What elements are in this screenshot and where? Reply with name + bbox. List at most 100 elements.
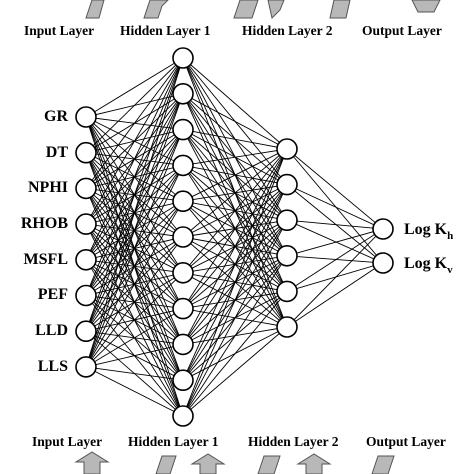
edge-input-8-to-hidden1-4 [85,165,184,368]
edge-hidden1-11-to-hidden2-3 [182,219,288,417]
input-labels: GR DT NPHI RHOB MSFL PEF LLD LLS [21,108,69,375]
hidden1-neuron-7 [172,261,194,284]
edge-hidden1-10-to-hidden2-1 [182,148,288,381]
edge-hidden2-5-to-output-1 [286,228,384,292]
edge-hidden2-3-to-output-1 [286,219,384,230]
output-label-kh: Log Kh [404,221,453,242]
hidden2-neuron-2 [276,173,298,196]
edge-input-8-to-hidden1-11 [85,366,184,417]
edge-hidden1-3-to-hidden2-1 [182,129,288,150]
connections [85,57,384,417]
edge-hidden2-3-to-output-2 [286,219,384,264]
edge-input-3-to-hidden1-1 [85,57,184,189]
top-arrow-5 [329,0,351,19]
input-neuron-2 [75,141,97,164]
input-label-lls: LLS [38,358,68,375]
edge-hidden2-5-to-output-2 [286,262,384,292]
edge-hidden1-11-to-hidden2-5 [182,291,288,417]
bottom-header-input: Input Layer [32,434,102,449]
hidden1-neuron-10 [172,369,194,392]
edge-hidden1-9-to-hidden2-1 [182,148,288,345]
hidden1-neuron-2 [172,83,194,105]
top-layer-headers: Input Layer Hidden Layer 1 Hidden Layer … [24,23,442,38]
output-label-kv: Log Kv [404,255,453,276]
edge-hidden1-11-to-hidden2-6 [182,326,288,417]
edge-hidden2-4-to-output-1 [286,228,384,257]
output-neuron-2 [372,252,394,274]
top-arrow-4 [267,0,285,19]
bottom-arrow-6 [371,455,395,474]
input-neuron-3 [75,177,97,200]
input-label-lld: LLD [35,322,68,339]
edge-input-6-to-hidden1-1 [85,57,184,296]
hidden1-neuron-8 [172,297,194,320]
layer-arrows [74,0,441,474]
bottom-arrow-5 [296,453,332,474]
hidden2-neuron-6 [276,316,298,338]
bottom-header-output: Output Layer [366,434,446,449]
input-label-gr: GR [44,108,68,125]
hidden2-neuron-5 [276,280,298,303]
edge-input-8-to-hidden1-6 [85,236,184,368]
edge-hidden1-5-to-hidden2-1 [182,148,288,202]
input-neuron-8 [75,356,97,378]
input-label-rhob: RHOB [21,215,68,232]
bottom-layer-headers: Input Layer Hidden Layer 1 Hidden Layer … [32,434,446,449]
edge-input-2-to-hidden1-1 [85,57,184,154]
edge-input-4-to-hidden1-1 [85,57,184,225]
top-header-input: Input Layer [24,23,94,38]
hidden2-neuron-4 [276,245,298,267]
edge-hidden1-11-to-hidden2-4 [182,255,288,417]
edge-input-8-to-hidden1-3 [85,129,184,368]
edge-hidden2-1-to-output-1 [286,148,384,230]
bottom-arrow-1 [74,451,110,474]
neurons [75,47,394,427]
hidden1-neuron-11 [172,405,194,427]
edge-hidden1-4-to-hidden2-1 [182,148,288,166]
edge-hidden1-1-to-hidden2-1 [182,57,288,150]
top-header-hidden2: Hidden Layer 2 [242,23,333,38]
top-arrow-1 [85,0,105,19]
hidden2-neuron-3 [276,209,298,231]
input-label-pef: PEF [38,286,68,303]
edge-input-8-to-hidden1-2 [85,93,184,368]
output-neuron-1 [372,218,394,240]
edge-input-8-to-hidden1-7 [85,272,184,368]
hidden1-neuron-4 [172,154,194,177]
input-label-msfl: MSFL [24,251,68,268]
top-arrow-3 [233,0,259,19]
hidden2-neuron-1 [276,138,298,160]
hidden1-neuron-5 [172,190,194,212]
edge-input-8-to-hidden1-10 [85,366,184,381]
bottom-arrow-4 [257,455,281,474]
edge-hidden2-6-to-output-1 [286,228,384,328]
edge-hidden1-7-to-hidden2-1 [182,148,288,274]
edge-hidden2-1-to-output-2 [286,148,384,264]
edge-input-8-to-hidden1-9 [85,343,184,368]
edge-hidden2-4-to-output-2 [286,255,384,264]
edge-hidden1-6-to-hidden2-1 [182,148,288,238]
hidden1-neuron-3 [172,118,194,141]
edge-input-7-to-hidden1-1 [85,57,184,332]
edge-hidden1-8-to-hidden2-1 [182,148,288,309]
edge-input-8-to-hidden1-1 [85,57,184,368]
edge-input-8-to-hidden1-5 [85,200,184,368]
edge-hidden1-11-to-hidden2-1 [182,148,288,417]
bottom-arrow-2 [155,455,177,474]
edge-hidden1-2-to-hidden2-1 [182,93,288,150]
hidden1-neuron-6 [172,226,194,248]
output-labels: Log Kh Log Kv [404,221,453,276]
input-neuron-7 [75,320,97,343]
bottom-arrow-3 [190,453,226,474]
output-label-kh-sub: h [447,230,453,242]
edge-hidden2-6-to-output-2 [286,262,384,328]
edge-input-8-to-hidden1-8 [85,308,184,368]
input-neuron-4 [75,213,97,235]
edge-input-5-to-hidden1-1 [85,57,184,260]
edge-hidden2-2-to-output-1 [286,184,384,230]
output-label-kv-main: Log K [404,255,448,272]
input-label-dt: DT [46,144,69,161]
hidden1-neuron-1 [172,47,194,69]
edge-input-1-to-hidden1-1 [85,57,184,118]
